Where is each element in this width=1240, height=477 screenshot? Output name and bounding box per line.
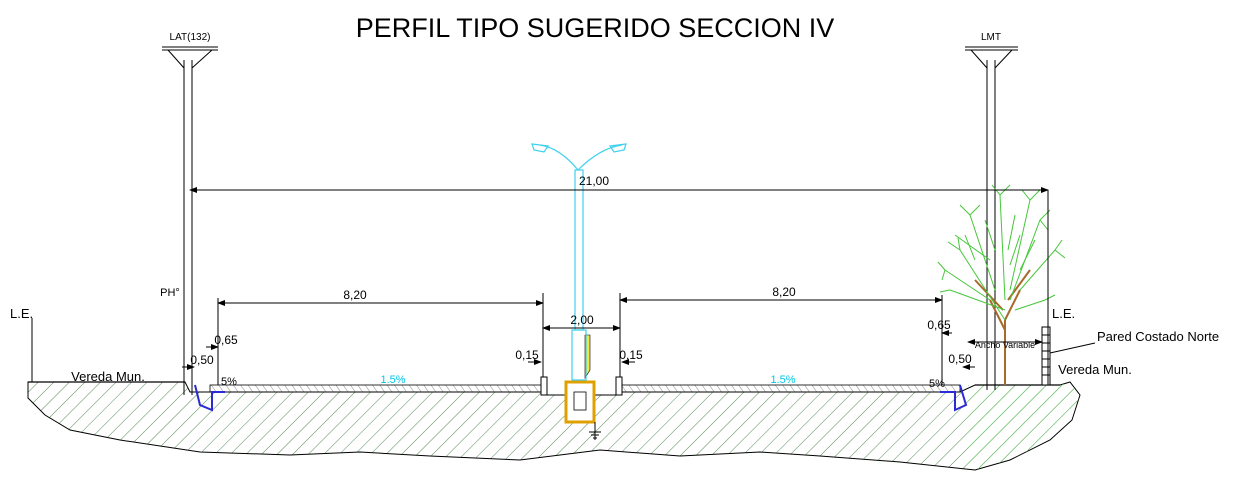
le-right-label: L.E.	[1052, 306, 1075, 321]
dim-lane-left-text: 8,20	[343, 288, 367, 302]
drawing-title: PERFIL TIPO SUGERIDO SECCION IV	[356, 13, 835, 43]
tree-zone-soil	[968, 382, 1080, 470]
le-left-label: L.E.	[10, 306, 33, 321]
dim-ancho-variable-text: Ancho Variable	[975, 340, 1035, 350]
curb-right	[615, 376, 623, 396]
dim-gutter-right-050-text: 0,50	[948, 352, 972, 366]
vereda-left-label: Vereda Mun.	[71, 369, 145, 384]
gutter-left	[194, 384, 225, 412]
pole-right-label: LMT	[981, 32, 1001, 43]
dim-gutter-right-065-text: 0,65	[927, 318, 951, 332]
median-box	[564, 380, 596, 424]
pavement-right	[619, 384, 961, 393]
dim-total-text: 21,00	[579, 174, 609, 188]
curb-left	[540, 376, 548, 396]
pavement-left	[209, 384, 546, 393]
dim-median-text: 2,00	[570, 313, 594, 327]
median-box-inner	[573, 391, 587, 411]
pole-left-label: LAT(132)	[170, 32, 211, 43]
dim-curb-left-text: 0,15	[515, 348, 539, 362]
dim-lane-right-text: 8,20	[772, 285, 796, 299]
tree	[937, 184, 1066, 385]
slope-lane-right: 1.5%	[770, 374, 795, 386]
slope-gutter-left: 5%	[221, 376, 237, 388]
slope-gutter-right: 5%	[929, 378, 945, 390]
slope-lane-left: 1.5%	[380, 374, 405, 386]
dim-curb-right-text: 0,15	[619, 348, 643, 362]
pared-label: Pared Costado Norte	[1097, 329, 1219, 344]
vereda-right-label: Vereda Mun.	[1058, 362, 1132, 377]
north-wall	[1041, 326, 1051, 386]
gutter-right	[940, 384, 968, 412]
ground-soil	[27, 381, 1081, 471]
pole-left-code: PH°	[160, 287, 180, 299]
dim-gutter-left-050-text: 0,50	[190, 353, 214, 367]
dim-gutter-left-065-text: 0,65	[214, 333, 238, 347]
pole-lmt	[965, 46, 1018, 390]
pole-lat132	[162, 46, 218, 395]
pared-leader	[1049, 342, 1096, 354]
